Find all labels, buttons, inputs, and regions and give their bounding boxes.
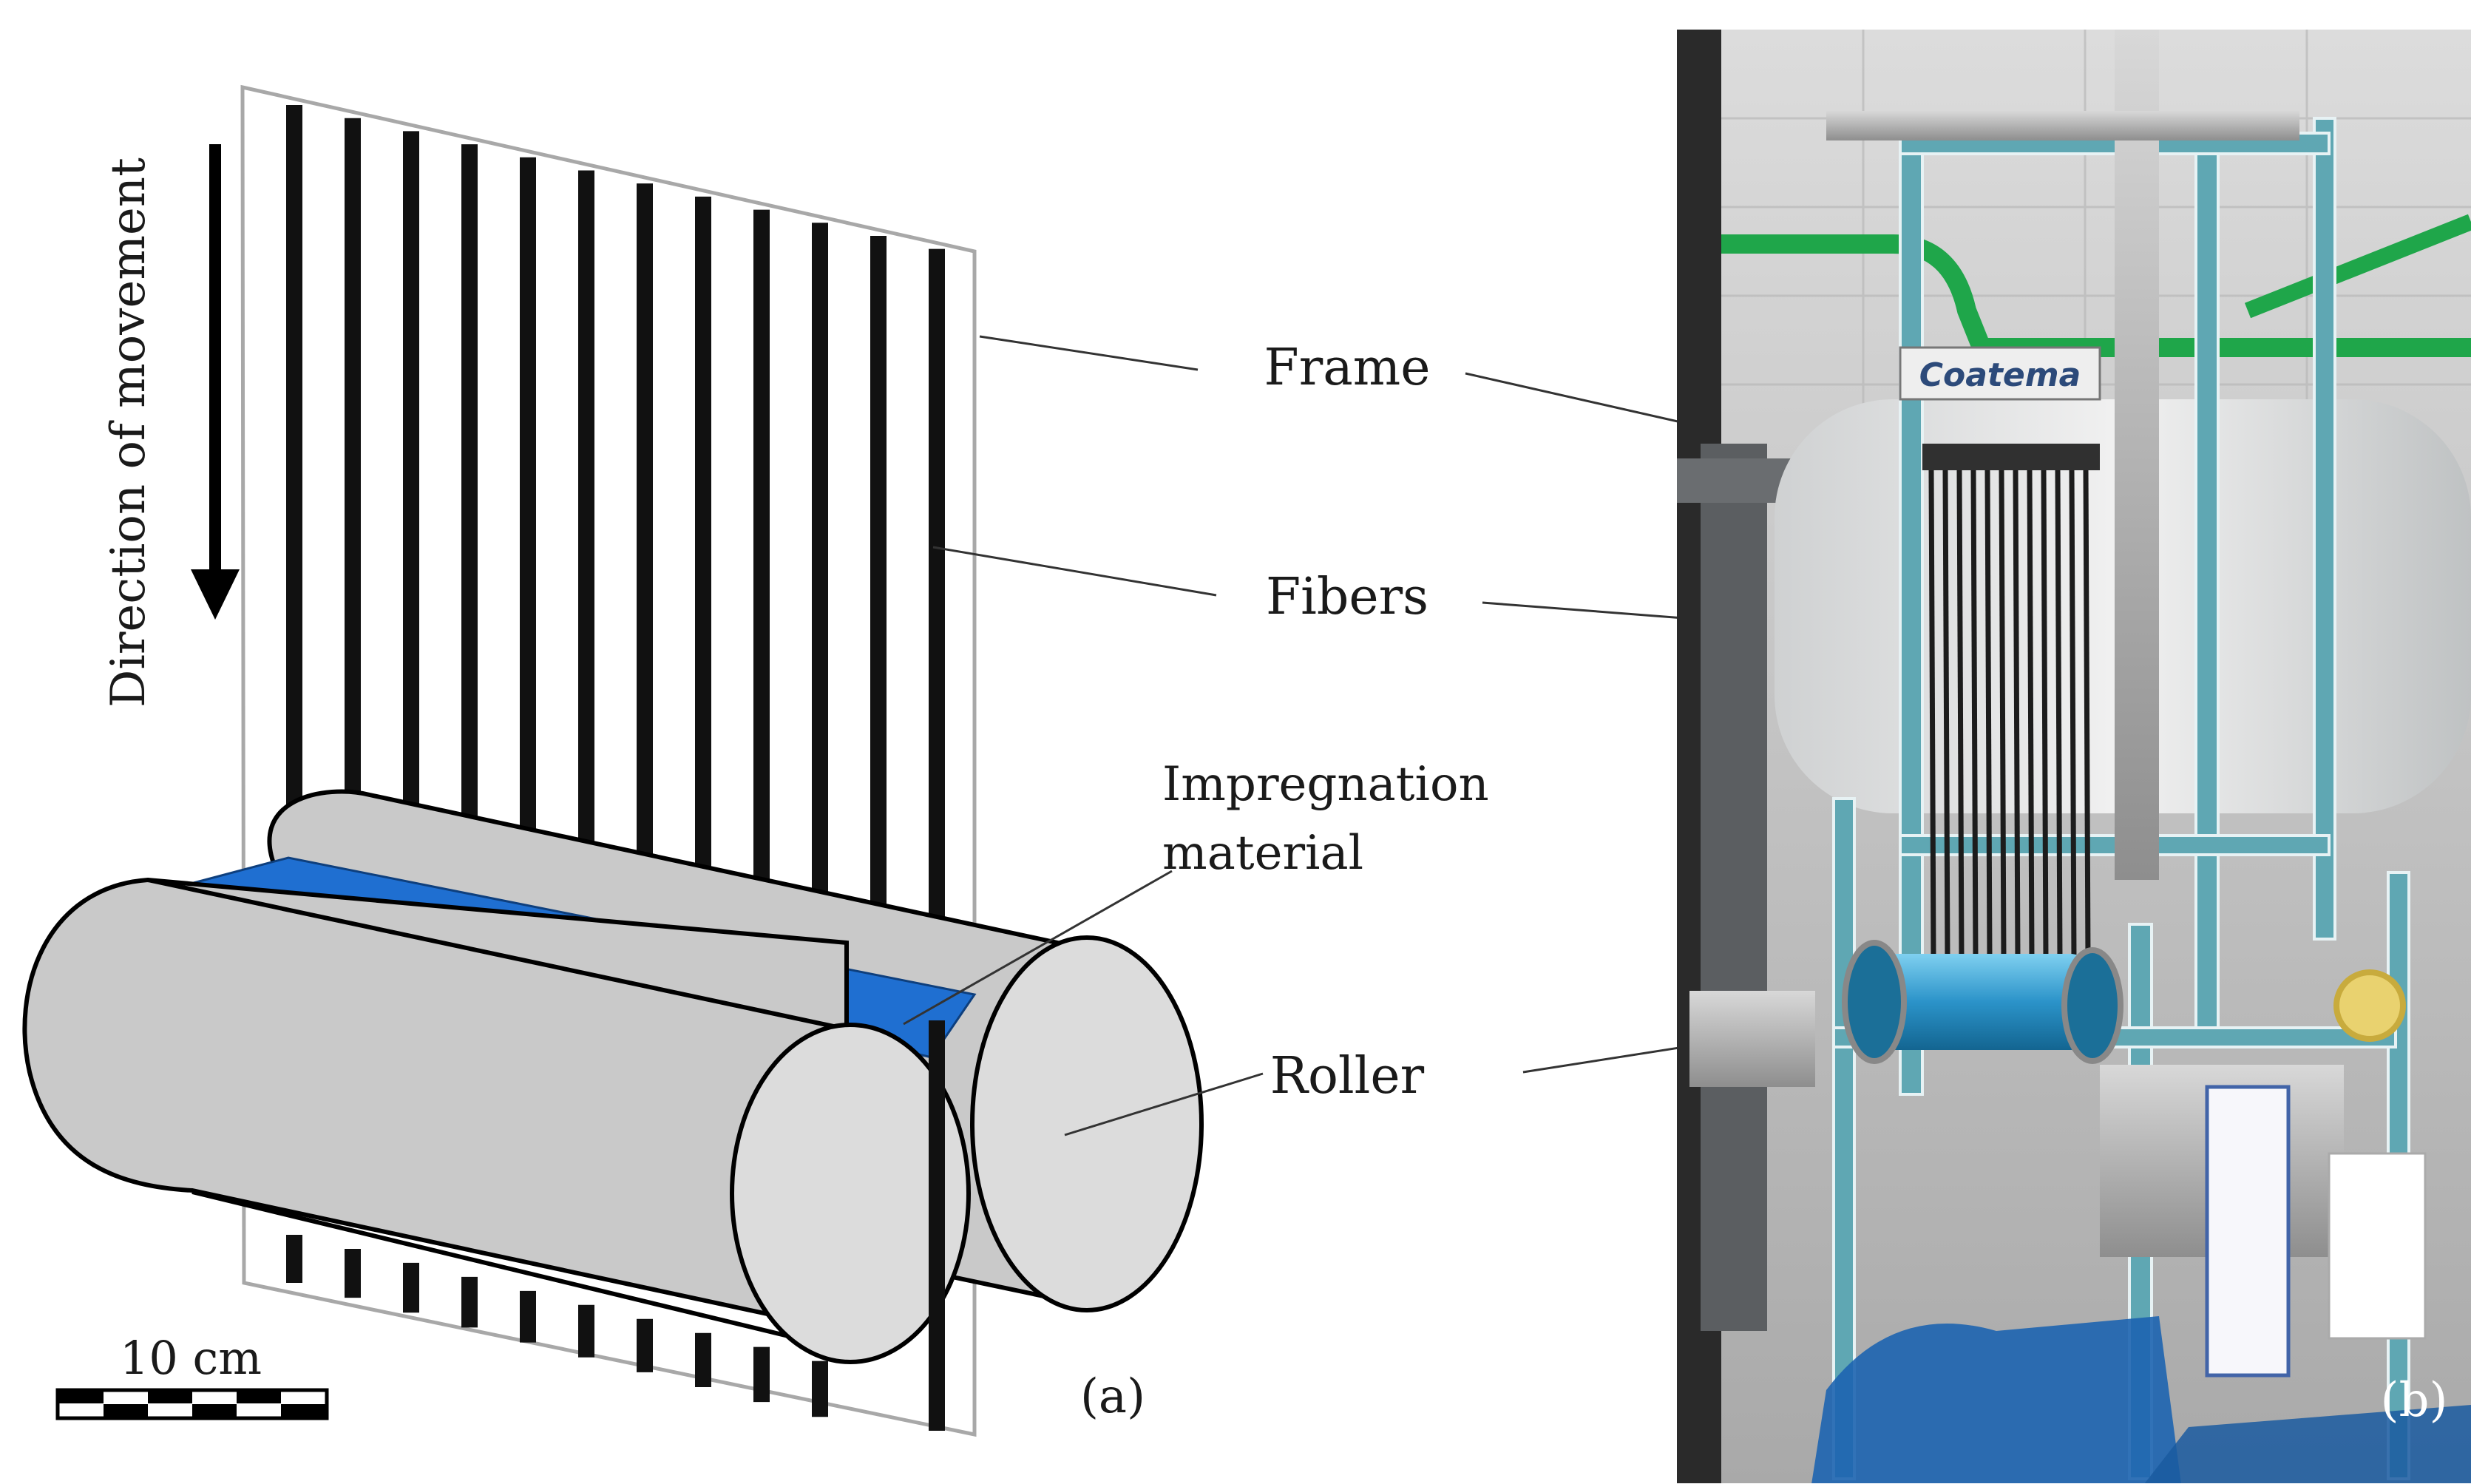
- fibers-leader-left: [932, 546, 1217, 597]
- scale-segment: [148, 1392, 192, 1403]
- photo-fiber: [1956, 470, 1965, 962]
- photo-fiber: [2069, 470, 2077, 962]
- fibers-upper: [286, 105, 945, 1006]
- scale-label: 10 cm: [120, 1331, 262, 1385]
- floor-plastic: [1811, 1316, 2181, 1483]
- fibers-lower: [286, 1020, 945, 1431]
- photo-roller-end-right: [2061, 947, 2123, 1064]
- floor-plastic-2: [2144, 1405, 2471, 1483]
- callout-frame: Frame: [1264, 339, 1431, 397]
- steel-crossbar: [1826, 111, 2299, 140]
- callout-roller: Roller: [1270, 1047, 1425, 1105]
- direction-label: Direction of movement: [101, 157, 156, 708]
- photo-fiber: [2055, 470, 2063, 962]
- panel-a-label: (a): [1080, 1369, 1145, 1424]
- back-roller-end: [970, 935, 1204, 1312]
- photo-fiber: [2013, 470, 2021, 962]
- info-card: [2328, 1152, 2427, 1340]
- photo-fiber: [1999, 470, 2007, 962]
- photo-fiber: [1970, 470, 1979, 962]
- scale-segment: [237, 1392, 281, 1403]
- front-roller-bottom-edge: [191, 1190, 829, 1348]
- front-roller-end: [730, 1023, 971, 1364]
- callouts: Frame Fibers Roller: [932, 335, 2012, 1136]
- photo-fiber: [1984, 470, 1993, 962]
- panel-b-label: (b): [2381, 1373, 2448, 1428]
- scale-segment: [281, 1404, 325, 1417]
- front-roller: [22, 877, 971, 1364]
- scale-segment: [192, 1404, 237, 1417]
- fiber-holder: [1922, 444, 2100, 470]
- scale-bar: 10 cm: [55, 1331, 329, 1420]
- panel-a-schematic: Direction of movement Impregnation mater…: [22, 84, 1489, 1437]
- direction-arrow-head: [191, 569, 240, 620]
- photo-fiber: [2027, 470, 2035, 962]
- info-sheet: [2205, 1085, 2291, 1378]
- roller-leader-left: [1064, 1072, 1264, 1136]
- photo-fiber: [2083, 470, 2091, 962]
- tape-roll: [2333, 969, 2406, 1042]
- panel-b-photo: Coatema (b): [1677, 30, 2471, 1483]
- photo-roller-end-left: [1842, 940, 1907, 1064]
- scale-segment: [104, 1404, 148, 1417]
- impregnation-label-line2: material: [1162, 826, 1363, 881]
- impregnation-leader: [903, 870, 1173, 1026]
- frame-leader-left: [979, 335, 1199, 371]
- photo-fiber: [1942, 470, 1950, 962]
- impregnation-label-line1: Impregnation: [1162, 757, 1489, 812]
- green-pipe-2: [2244, 214, 2471, 319]
- direction-indicator: Direction of movement: [101, 144, 240, 708]
- photo-roller: [1871, 954, 2092, 1050]
- steel-column: [2115, 30, 2159, 880]
- grey-pipe-vertical: [1701, 444, 1767, 1331]
- scale-segment: [59, 1392, 104, 1403]
- front-roller-body: [22, 877, 849, 1334]
- photo-fiber: [1928, 470, 1936, 962]
- photo-fibers: [1928, 470, 2091, 962]
- photo-fiber: [2041, 470, 2049, 962]
- callout-fibers: Fibers: [1266, 568, 1428, 626]
- front-roller-top-edge: [147, 878, 858, 1034]
- left-housing: [1689, 991, 1815, 1087]
- brand-plate-text: Coatema: [1919, 356, 2081, 394]
- brand-plate: [1899, 346, 2101, 401]
